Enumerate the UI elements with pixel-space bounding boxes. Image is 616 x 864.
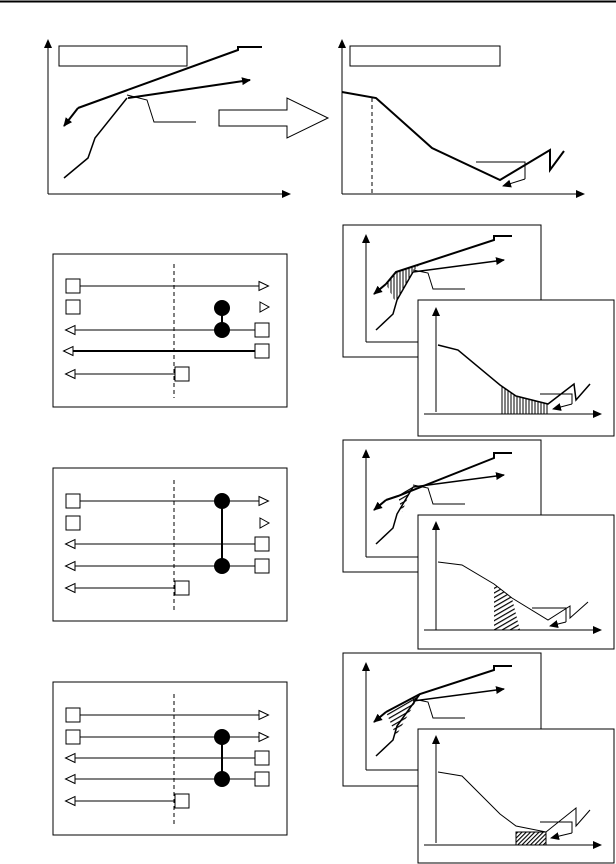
panel-1-front-curve (437, 344, 591, 405)
schematic-2 (52, 467, 288, 622)
panel-3-front-curve (437, 771, 591, 833)
top-left-rise-curve (63, 97, 128, 179)
schematic-1-box-5 (174, 366, 190, 382)
top-left-upper-arrow (63, 107, 79, 127)
panel-3-shade (386, 694, 420, 736)
schematic-3-box-4 (254, 771, 270, 787)
schematic-2-box-1 (65, 493, 81, 509)
panel-2-callout (412, 484, 465, 505)
panel-1-upper-line (385, 235, 512, 285)
panel-2-lower-arrow (412, 472, 505, 488)
panel-3-upper-arrow (373, 711, 387, 723)
top-left-lower-arrow (127, 77, 251, 99)
panel-3-front-shade (515, 831, 547, 846)
schematic-1 (52, 253, 288, 408)
panel-1-front-frame (417, 299, 615, 437)
panel-2-front-shade (494, 584, 520, 630)
schematic-3-box-5 (174, 793, 190, 809)
panel-2-front (417, 514, 615, 650)
panel-1-front-shade (500, 385, 548, 414)
panel-1-front-callout-arrow (552, 403, 573, 411)
schematic-1-box-4 (254, 343, 270, 359)
schematic-3 (52, 681, 288, 836)
schematic-2-box-4 (254, 558, 270, 574)
panel-2-front-curve (437, 561, 589, 621)
panel-2-front-callout-arrow (549, 620, 567, 628)
schematic-3-box-1 (65, 707, 81, 723)
panel-3-callout (412, 698, 465, 719)
top-left-callout-line (126, 94, 196, 123)
panel-3-rise-curve (375, 693, 421, 757)
panel-1-upper-arrow (373, 283, 387, 295)
schematic-3-dot-2 (214, 771, 230, 787)
top-right-title-box (349, 45, 501, 67)
schematic-3-box-3 (254, 750, 270, 766)
schematic-2-arrowhead-2 (259, 517, 271, 529)
schematic-1-arrowhead-2 (259, 301, 271, 313)
panel-2-rise-curve (375, 486, 414, 545)
top-left-title-box (58, 45, 188, 67)
schematic-3-box-2 (65, 729, 81, 745)
schematic-3-dot-1 (214, 729, 230, 745)
top-left-upper-line (77, 46, 262, 109)
panel-1-rise-curve (375, 271, 414, 331)
panel-2-upper-line (385, 452, 512, 501)
panel-1-lower-arrow (412, 257, 505, 273)
panel-1-front (417, 299, 615, 437)
transform-arrow (218, 97, 330, 139)
top-right-descending-curve (341, 91, 565, 182)
top-right-diagram (338, 39, 585, 198)
panel-2-front-callout (532, 607, 567, 622)
schematic-2-box-3 (254, 536, 270, 552)
top-right-callout-arrow (502, 178, 526, 188)
panel-1-callout (412, 269, 465, 290)
schematic-2-box-2 (65, 515, 81, 531)
schematic-1-dot-2 (214, 322, 230, 338)
schematic-1-box-3 (254, 322, 270, 338)
panel-3-front-callout-arrow (550, 832, 573, 841)
top-right-callout-box (476, 161, 526, 179)
schematic-2-box-5 (174, 580, 190, 596)
panel-3-lower-arrow (412, 686, 505, 702)
top-left-diagram (44, 39, 291, 198)
schematic-1-box-2 (65, 299, 81, 315)
panel-3-front-callout (540, 821, 573, 833)
schematic-1-box-1 (65, 278, 81, 294)
panel-3-front (417, 728, 615, 864)
schematic-1-dot-1 (214, 300, 230, 316)
panel-3-upper-line (385, 665, 512, 713)
schematic-2-dot-2 (214, 558, 230, 574)
panel-2-upper-arrow (373, 499, 387, 511)
panel-1-front-callout (540, 393, 573, 404)
schematic-2-dot-1 (214, 493, 230, 509)
